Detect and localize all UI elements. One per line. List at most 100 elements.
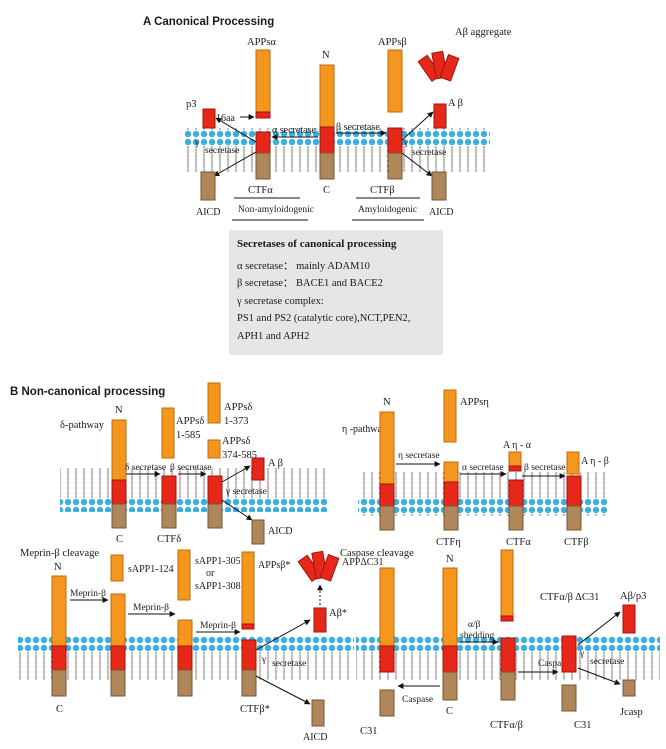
- ctfn-stub: [443, 461, 459, 531]
- full-app-caspase: [442, 567, 458, 701]
- ctfd-label: CTFδ: [157, 534, 181, 545]
- app-meprin-step3: [177, 619, 193, 697]
- ctfa-label-eta: CTFα: [506, 537, 531, 548]
- sapp308-label: sAPP1-308: [195, 581, 241, 592]
- caspase2-label: Caspase: [538, 659, 569, 669]
- sec-meprin: secretase: [272, 659, 306, 669]
- secretase-box-title: Secretases of canonical processing: [237, 238, 397, 250]
- aicd-label-left-a: AICD: [196, 207, 220, 218]
- ab-fragment-a: [433, 103, 447, 129]
- sapp124-label: sAPP1-124: [128, 564, 174, 575]
- appsn-label: APPsη: [460, 397, 489, 408]
- aicd-label-meprin: AICD: [303, 732, 327, 743]
- sec-caspase: secretase: [590, 657, 624, 667]
- ctfb-label-eta: CTFβ: [564, 537, 589, 548]
- appsd1-range: 1-585: [176, 430, 201, 441]
- meprin1-label: Meprin-β: [70, 589, 106, 599]
- ab-label-a: A β: [448, 98, 463, 109]
- sapp124-fragment: [110, 554, 124, 582]
- aicd-label-delta: AICD: [268, 526, 292, 537]
- appsd2-range: 1-373: [224, 416, 249, 427]
- appsb-label: APPsβ: [378, 37, 407, 48]
- p3-label: p3: [186, 99, 197, 110]
- gsec-label-delta: γ secretase: [225, 487, 267, 497]
- aicd-arrow-meprin: [255, 675, 311, 705]
- gamma-meprin: γ: [261, 655, 266, 665]
- n-label-eta: N: [383, 397, 391, 408]
- abs-label: Aβ*: [329, 608, 347, 619]
- appsd-1-585: [161, 407, 175, 459]
- aicd-meprin: [311, 699, 325, 727]
- c-label-a: C: [323, 185, 330, 196]
- abp3-label: Aβ/p3: [620, 591, 646, 602]
- eta-pathway-label: η -pathway: [342, 424, 387, 435]
- asec-label-a: α secretase: [272, 125, 316, 136]
- abp3-fragment: [622, 604, 636, 634]
- appsb-fragment: [387, 49, 403, 113]
- full-app-eta: [379, 411, 395, 531]
- aicd-delta: [251, 519, 265, 545]
- c-label-meprin: C: [56, 704, 63, 715]
- c31-label-right: C31: [574, 720, 592, 731]
- appsd2-label: APPsδ: [224, 402, 252, 413]
- full-app-delta: [111, 419, 127, 529]
- ctfb-delta-stub: [207, 475, 223, 529]
- jcasp-label: Jcasp: [620, 707, 643, 718]
- ab-shed-label: α/β: [468, 620, 481, 630]
- p3-arrow: [215, 117, 257, 143]
- aicd-arrow-delta: [221, 499, 253, 521]
- app-dc31-left: [379, 567, 395, 673]
- appsa-label: APPsα: [247, 37, 276, 48]
- secretase-line-beta: β secretase： BACE1 and BACE2: [237, 278, 383, 289]
- caspase1-label: Caspase: [402, 695, 433, 705]
- appsn-fragment: [443, 389, 457, 443]
- jcasp-fragment: [622, 679, 636, 697]
- app-meprin-step2: [110, 593, 126, 697]
- anb-fragment: [566, 451, 580, 475]
- nonamy-label: Non-amyloidogenic: [238, 205, 314, 215]
- ctfn-label: CTFη: [436, 537, 461, 548]
- ctfbs-label: CTFβ*: [240, 704, 270, 715]
- jcasp-arrow: [577, 667, 621, 685]
- asec-label-eta: α secretase: [462, 463, 504, 473]
- membrane-a: [185, 128, 490, 172]
- membrane-delta: [60, 468, 328, 512]
- delta-pathway-label: δ-pathway: [60, 420, 105, 431]
- secretase-info-box: Secretases of canonical processing α sec…: [229, 230, 443, 355]
- ctfa-stub: [255, 131, 271, 180]
- bsec-label-eta: β secretase: [524, 463, 566, 473]
- abs-fragment: [313, 607, 327, 633]
- ctfab-label: CTFα/β: [490, 720, 523, 731]
- secretase-line-alpha: α secretase： mainly ADAM10: [237, 260, 370, 272]
- ctfbs-stub: [241, 639, 257, 697]
- appsd3-label: APPsδ: [222, 436, 250, 447]
- n-label-a: N: [322, 50, 330, 61]
- appsd-1-373: [207, 382, 221, 424]
- appsbs-fragment: [241, 551, 255, 630]
- ab-arrow-a: [401, 111, 434, 141]
- ctfab-stub: [500, 637, 516, 701]
- n-label-meprin: N: [54, 562, 62, 573]
- ab-arrow-delta: [221, 465, 251, 483]
- c31-left: [379, 689, 395, 717]
- panel-b-title: B Non-canonical processing: [10, 386, 165, 398]
- c-label-delta: C: [116, 534, 123, 545]
- n-label-caspase: N: [446, 554, 454, 565]
- c31-right: [561, 684, 577, 712]
- aa16-label: 16aa: [216, 113, 235, 124]
- appsd-374-585: [207, 439, 221, 459]
- c-label-caspase: C: [446, 706, 453, 717]
- sec-right-a: secretase: [412, 148, 446, 158]
- appdc31-label: APPΔC31: [342, 557, 383, 568]
- aicd-arrow-left-a: [213, 151, 257, 177]
- appsd1-label: APPsδ: [176, 416, 204, 427]
- secretase-line-ps: PS1 and PS2 (catalytic core),NCT,PEN2,: [237, 313, 411, 324]
- meprin2-label: Meprin-β: [133, 603, 169, 613]
- ctfab-dc31: [561, 635, 577, 673]
- or-label: or: [206, 568, 215, 579]
- ab-fragment-delta: [251, 457, 265, 481]
- aicd-arrow-right-a: [401, 152, 433, 177]
- membrane-eta: [358, 472, 608, 516]
- shed-ectodomain: [500, 549, 514, 622]
- shedding-label: shedding: [460, 631, 495, 641]
